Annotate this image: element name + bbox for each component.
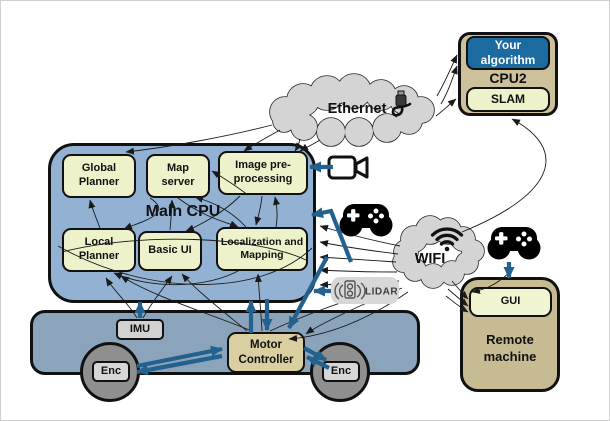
connection-line [435,98,457,117]
wifi-label: WIFI [415,251,446,267]
module-localization-mapping: Localization and Mapping [216,227,308,271]
connection-line [461,118,547,233]
data-arrow [311,207,353,263]
gamepad-icon-main [339,204,393,237]
module-label: Global Planner [78,162,120,188]
lidar-label: LIDAR [365,287,398,298]
gui-box: GUI [469,287,552,317]
connection-line [319,266,398,274]
connection-line [436,54,458,97]
motor-controller-label: Motor Controller [238,339,294,366]
camera-icon [327,155,369,180]
module-basic-ui: Basic UI [138,231,202,271]
ethernet-cloud: Ethernet [269,73,435,147]
module-label: Localization and Mapping [220,235,304,261]
module-label: Map server [161,162,195,188]
module-map-server: Map server [146,154,210,198]
imu-label: IMU [129,322,151,335]
lidar-sensor-icon [334,280,366,300]
connection-line [440,65,458,105]
imu-box: IMU [116,319,164,340]
lidar-module: LIDAR [331,277,399,304]
connection-line [319,280,400,289]
ethernet-plug-icon [391,90,412,117]
main-cpu-label: Main CPU [145,203,221,220]
module-label: Image pre-processing [233,159,293,185]
wifi-signal-icon [430,227,464,252]
connection-line [319,240,399,255]
ethernet-label: Ethernet [328,101,387,117]
slam-box: SLAM [466,87,550,112]
gamepad-icon-remote [487,227,541,260]
left-encoder-box: Enc [92,361,130,382]
motor-controller-box: Motor Controller [227,332,305,373]
slam-label: SLAM [491,92,525,106]
encoder-label: Enc [330,364,352,377]
your-algorithm-box: Your algorithm [466,36,550,70]
module-global-planner: Global Planner [62,154,136,198]
your-algorithm-label: Your algorithm [480,38,536,67]
cpu2-label: CPU2 [489,70,527,86]
connection-line [319,224,401,247]
module-local-planner: Local Planner [62,228,136,272]
wifi-cloud: WIFI [392,215,485,289]
encoder-label: Enc [100,364,122,377]
module-label: Local Planner [78,236,120,262]
module-image-preprocessing: Image pre-processing [218,151,308,195]
right-encoder-box: Enc [322,361,360,382]
remote-machine-label: Remote machine [483,332,537,364]
connection-line [319,253,397,263]
gui-label: GUI [500,295,521,308]
module-label: Basic UI [148,244,192,257]
